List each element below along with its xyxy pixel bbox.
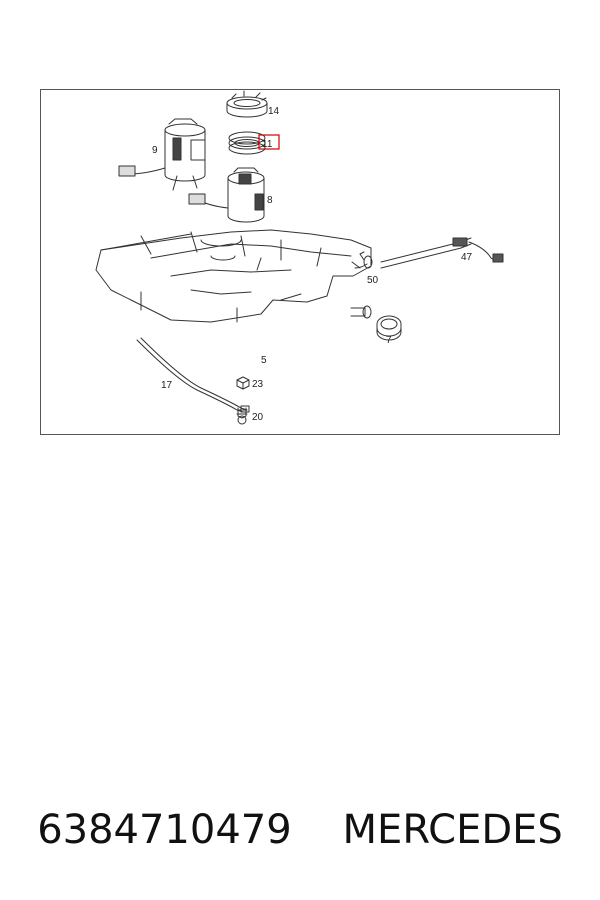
- lock-ring-part: [226, 90, 268, 118]
- fuel-pump-module-center: [188, 167, 265, 223]
- part-caption: 6384710479 MERCEDES: [0, 795, 600, 865]
- fuel-pump-module-left: [118, 118, 206, 191]
- fuel-tank-part: [95, 229, 372, 323]
- nut-part: [236, 376, 250, 390]
- fuel-line-part: [380, 237, 504, 269]
- part-number: 6384710479: [37, 807, 292, 853]
- brand-name: MERCEDES: [342, 807, 563, 853]
- callout-5: 5: [261, 355, 267, 366]
- callout-7: 7: [386, 335, 392, 346]
- tank-strap-part: [136, 337, 250, 413]
- bolt-part: [236, 407, 248, 425]
- callout-17: 17: [161, 380, 173, 391]
- hose-clamp-part: [354, 251, 373, 269]
- callout-11: 11: [262, 139, 273, 150]
- callout-23: 23: [252, 379, 264, 390]
- callout-47: 47: [461, 252, 473, 263]
- highlight-box: [258, 134, 280, 150]
- parts-diagram: 14 11 9 8 50 47 7 5 17 23 20: [40, 89, 560, 435]
- callout-14: 14: [268, 106, 280, 117]
- exploded-view-drawing: 14 11 9 8 50 47 7 5 17 23 20: [95, 90, 504, 425]
- callout-50: 50: [367, 275, 379, 286]
- callout-20: 20: [252, 412, 264, 423]
- filler-neck-seal-part: [376, 315, 402, 341]
- callout-8: 8: [267, 195, 273, 206]
- callout-9: 9: [152, 145, 158, 156]
